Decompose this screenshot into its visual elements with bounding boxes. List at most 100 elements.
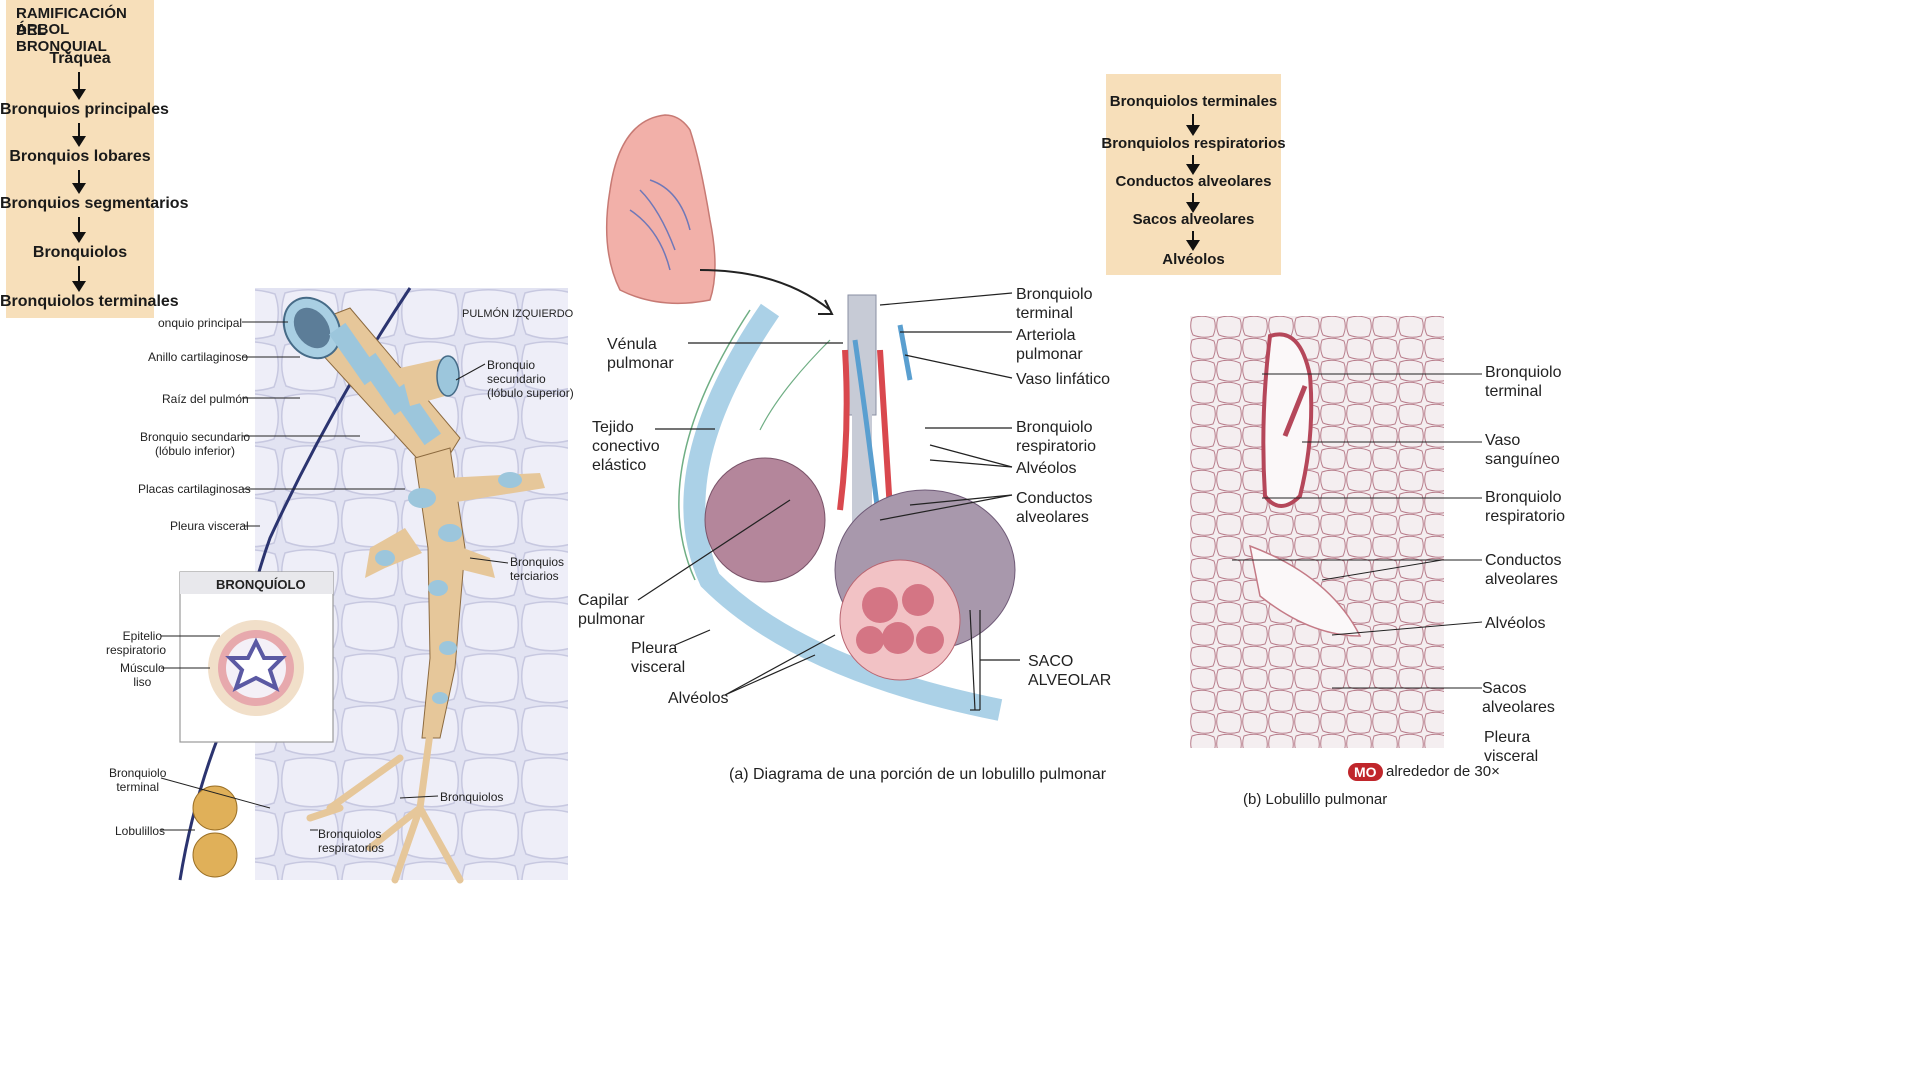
- bronchiole-inset: [179, 571, 334, 743]
- label-line: Músculo: [120, 661, 165, 675]
- label-line: pulmonar: [578, 611, 645, 628]
- bronchial-tree-drawing: [160, 287, 568, 884]
- label-bronquiolos-respiratorios-left: Bronquiolos respiratorios: [318, 827, 384, 855]
- label-line: Bronquiolo: [1016, 286, 1093, 303]
- label-bronquiolo-respiratorio-right: Bronquiolo respiratorio: [1485, 488, 1565, 526]
- label-alveolos-center-left: Alvéolos: [668, 690, 729, 707]
- label-vaso-linfatico: Vaso linfático: [1016, 371, 1110, 388]
- flow-arrow-2: [72, 123, 86, 147]
- label-bronquiolo-terminal-center: Bronquiolo terminal: [1016, 285, 1093, 323]
- label-line: (lóbulo inferior): [155, 444, 236, 458]
- lobule-micrograph: [1190, 316, 1444, 748]
- label-bronquiolos: Bronquiolos: [440, 790, 504, 804]
- label-line: Bronquio secundario: [140, 430, 251, 444]
- flow-arrow-1: [72, 72, 86, 100]
- label-line: Tejido: [592, 419, 634, 436]
- label-line: Vénula: [607, 336, 657, 353]
- lobule-diagram: [605, 114, 1020, 721]
- label-anillo-cartilaginoso: Anillo cartilaginoso: [148, 350, 249, 364]
- label-line: Arteriola: [1016, 327, 1076, 344]
- flow2-item-alveolos: Alvéolos: [1162, 251, 1225, 268]
- label-line: visceral: [631, 659, 686, 676]
- main-bronchus: [282, 296, 461, 479]
- flow-item-bronquios-principales: Bronquios principales: [0, 101, 169, 118]
- label-line: terminal: [1485, 383, 1542, 400]
- label-line: respiratorio: [1485, 508, 1566, 525]
- label-line: conectivo: [592, 438, 660, 455]
- flow-arrow-3: [72, 170, 86, 194]
- label-placas-cartilaginosas: Placas cartilaginosas: [138, 482, 251, 496]
- flow-arrow-5: [72, 266, 86, 292]
- flow2-arrow-3: [1186, 193, 1200, 213]
- label-line: pulmonar: [607, 355, 674, 372]
- label-line: alveolares: [1016, 509, 1089, 526]
- label-sacos-alveolares: Sacos alveolares: [1482, 679, 1555, 717]
- label-line: terciarios: [510, 569, 559, 583]
- label-line: respiratorio: [106, 643, 167, 657]
- label-conductos-alveolares-center: Conductos alveolares: [1016, 489, 1093, 527]
- left-leader-lines: [160, 321, 509, 831]
- label-line: pulmonar: [1016, 346, 1083, 363]
- label-tejido-conectivo: Tejido conectivo elástico: [592, 418, 660, 475]
- caption-a: (a) Diagrama de una porción de un lobuli…: [729, 766, 1107, 783]
- label-line: terminal: [116, 780, 160, 794]
- label-line: Epitelio: [122, 629, 162, 643]
- label-line: Vaso: [1485, 432, 1521, 449]
- label-conductos-alveolares-right: Conductos alveolares: [1485, 551, 1562, 589]
- label-pleura-visceral-right: Pleura visceral: [1484, 728, 1538, 766]
- descending-bronchus: [306, 447, 545, 884]
- upper-lobe-bronchus: [400, 355, 460, 406]
- label-bronquiolo-terminal-right: Bronquiolo terminal: [1485, 363, 1562, 401]
- flow-item-traquea: Tráquea: [49, 50, 111, 67]
- label-line: Bronquiolo: [109, 766, 167, 780]
- bronchial-tree-flowchart: RAMIFICACIÓN DEL ÁRBOL BRONQUIAL Tráquea…: [0, 0, 188, 318]
- flowchart-title-line1: RAMIFICACIÓN DEL: [16, 5, 127, 39]
- lung-silhouette: [605, 114, 716, 305]
- label-line: ALVEOLAR: [1028, 672, 1112, 689]
- label-line: Bronquiolo: [1485, 489, 1562, 506]
- label-bronquio-secundario-inferior: Bronquio secundario (lóbulo inferior): [140, 430, 250, 458]
- label-bronquio-secundario-superior: Bronquio secundario (lóbulo superior): [487, 358, 574, 400]
- label-line: Bronquiolo: [1016, 419, 1093, 436]
- flow-item-bronquios-segmentarios: Bronquios segmentarios: [0, 195, 189, 212]
- label-arteriola-pulmonar: Arteriola pulmonar: [1016, 326, 1083, 364]
- label-capilar-pulmonar: Capilar pulmonar: [578, 591, 645, 629]
- label-line: sanguíneo: [1485, 451, 1560, 468]
- label-inset-bronquiolo: BRONQUÍOLO: [216, 577, 306, 592]
- label-epitelio-respiratorio: Epitelio respiratorio: [106, 629, 167, 657]
- label-line: alveolares: [1482, 699, 1555, 716]
- label-line: secundario: [487, 372, 546, 386]
- label-pleura-visceral-left: Pleura visceral: [170, 519, 249, 533]
- label-line: respiratorios: [318, 841, 385, 855]
- label-line: Pleura: [631, 640, 678, 657]
- label-line: visceral: [1484, 748, 1539, 765]
- label-line: terminal: [1016, 305, 1073, 322]
- label-line: Sacos: [1482, 680, 1527, 697]
- label-line: Bronquio: [487, 358, 536, 372]
- label-line: Conductos: [1016, 490, 1093, 507]
- label-venula-pulmonar: Vénula pulmonar: [607, 335, 674, 373]
- micrograph-drawing: [1190, 316, 1444, 748]
- flow2-item-conductos-alveolares: Conductos alveolares: [1115, 173, 1272, 190]
- label-line: Bronquiolos: [318, 827, 382, 841]
- label-line: liso: [133, 675, 152, 689]
- label-saco-alveolar: SACO ALVEOLAR: [1028, 652, 1111, 690]
- label-alveolos-center-right: Alvéolos: [1016, 460, 1077, 477]
- label-line: (lóbulo superior): [487, 386, 574, 400]
- label-line: elástico: [592, 457, 647, 474]
- label-raiz-del-pulmon: Raíz del pulmón: [162, 392, 249, 406]
- label-bronquios-terciarios: Bronquios terciarios: [510, 555, 564, 583]
- label-line: Bronquiolo: [1485, 364, 1562, 381]
- right-leader-lines: [1232, 373, 1483, 689]
- flow-item-bronquiolos: Bronquiolos: [32, 244, 128, 261]
- label-vaso-sanguineo: Vaso sanguíneo: [1485, 431, 1560, 469]
- label-bronquio-principal: onquio principal: [158, 316, 243, 330]
- label-line: Pleura: [1484, 729, 1531, 746]
- flow-arrow-4: [72, 217, 86, 243]
- flow2-item-bronquiolos-respiratorios: Bronquiolos respiratorios: [1101, 135, 1286, 152]
- label-line: Capilar: [578, 592, 629, 609]
- label-alveolos-right: Alvéolos: [1485, 615, 1546, 632]
- label-musculo-liso: Músculo liso: [120, 661, 165, 689]
- flow2-arrow-1: [1186, 114, 1200, 136]
- flowchart-title-line2: ÁRBOL BRONQUIAL: [16, 21, 107, 55]
